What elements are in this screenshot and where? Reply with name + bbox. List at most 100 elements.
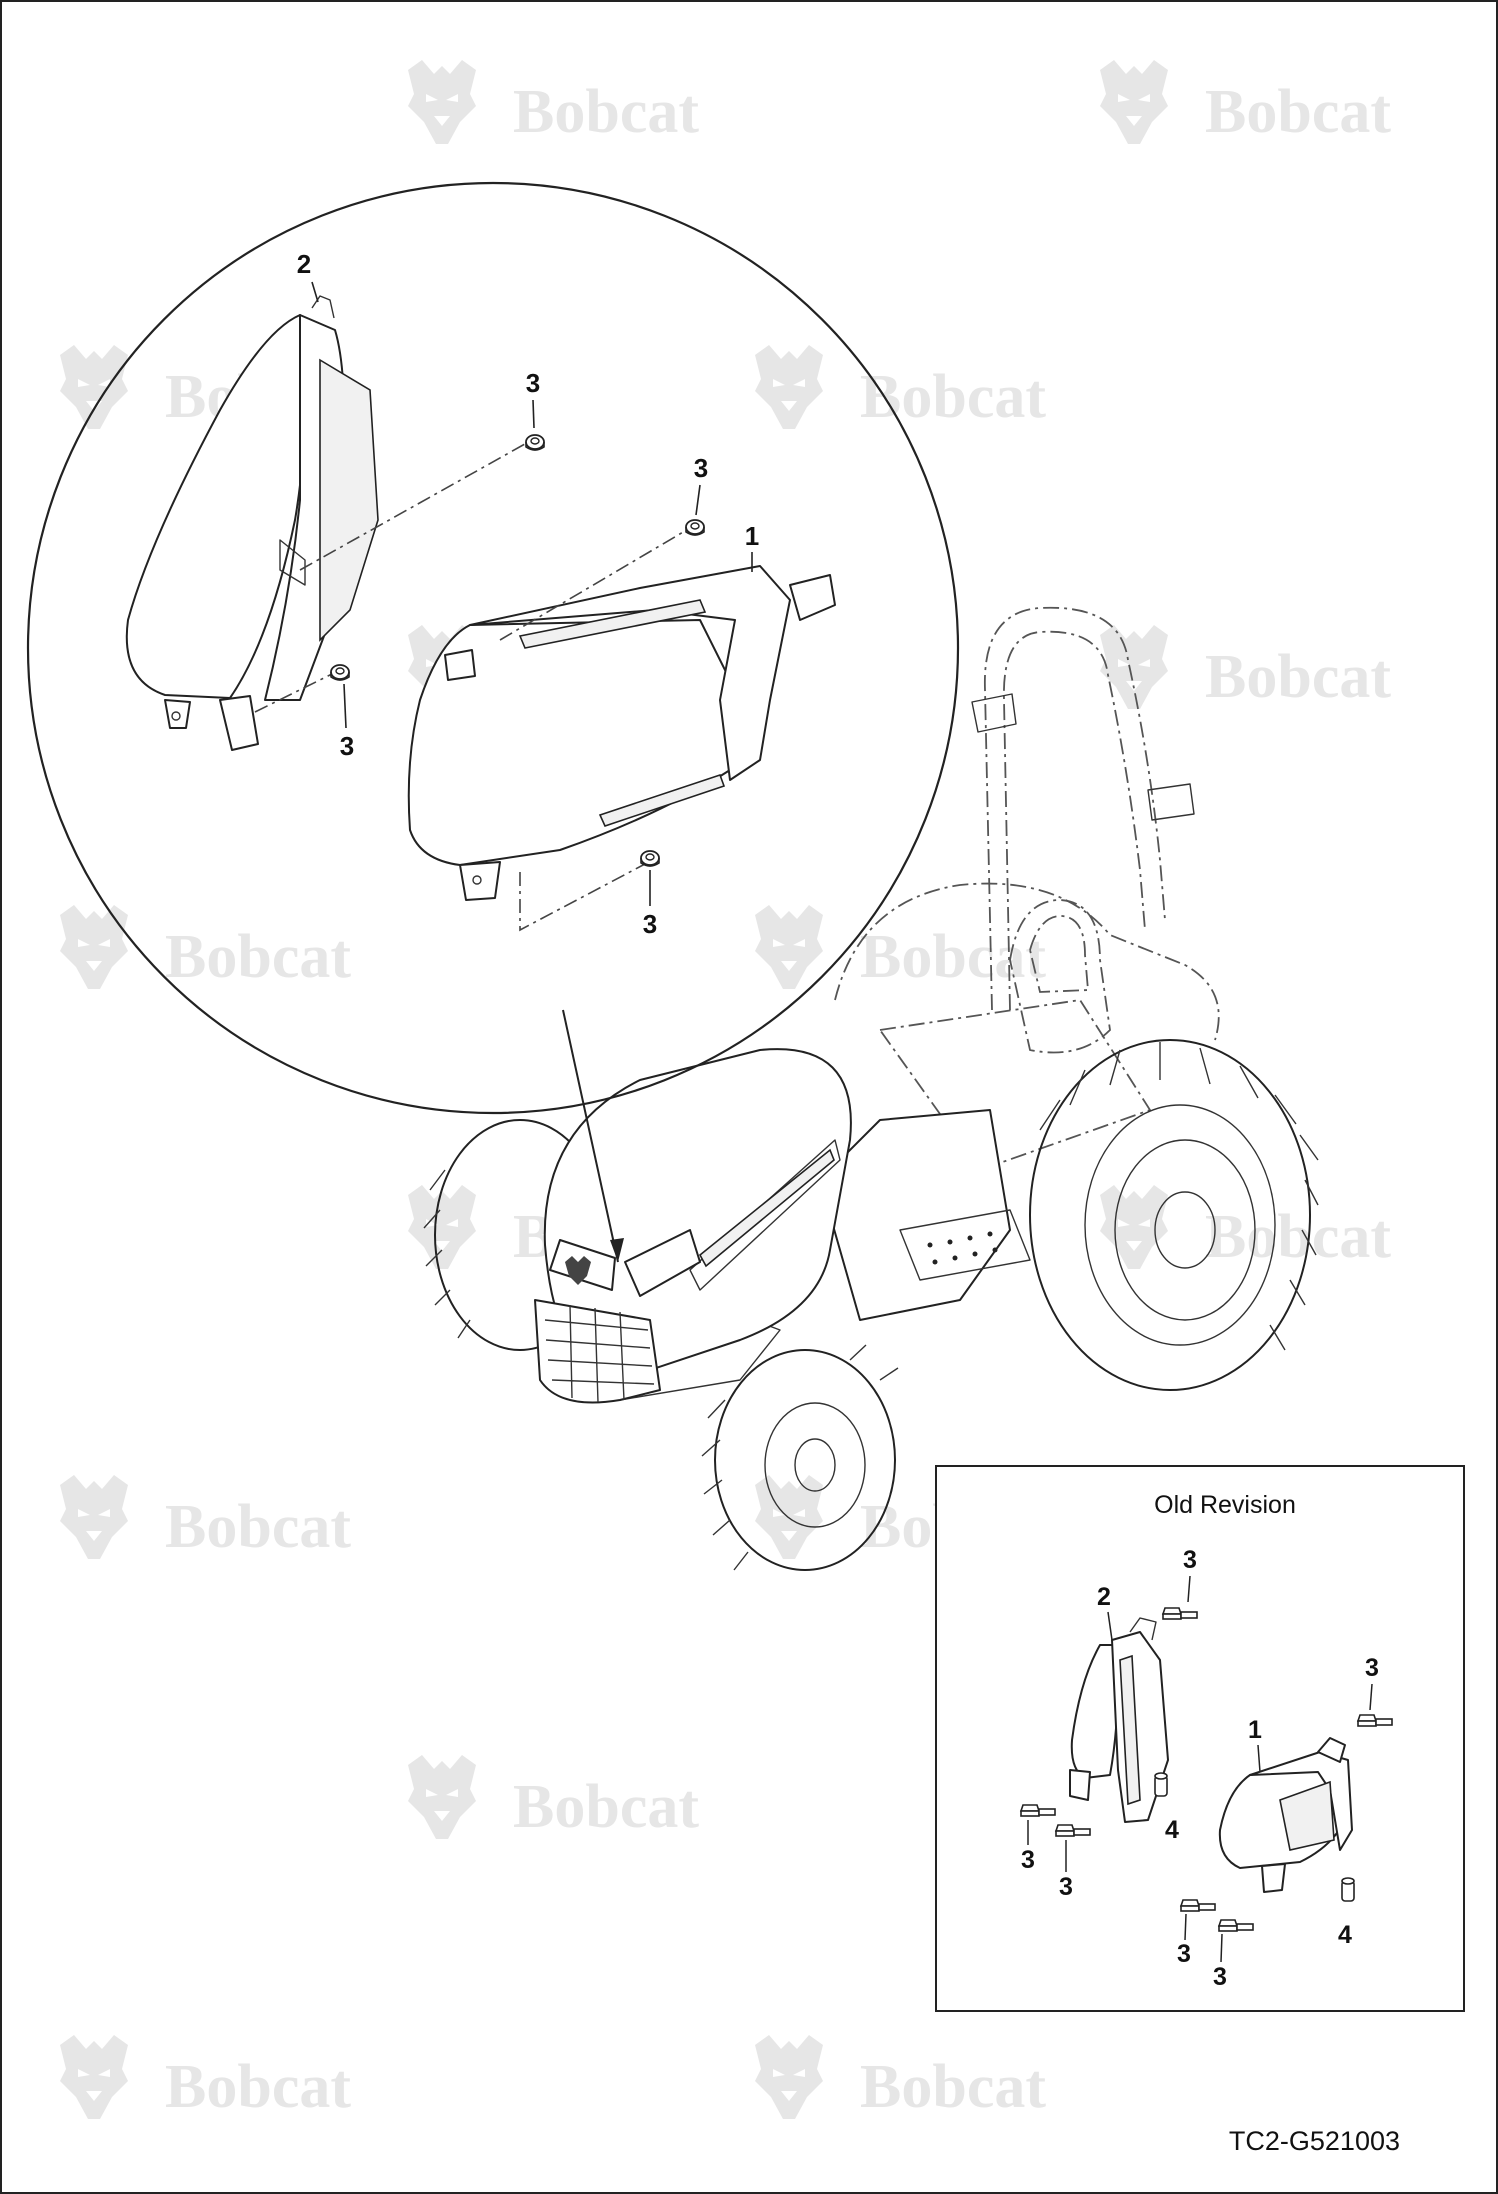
watermark-text: Bobcat (1205, 78, 1391, 146)
old-callout-pin-left: 4 (1165, 1816, 1179, 1844)
watermark-2: Bobcat (1100, 60, 1391, 146)
watermark-7: Bobcat (60, 905, 351, 991)
old-leader-latch-right (1257, 1744, 1261, 1773)
bobcat-head-logo-icon (60, 1475, 128, 1559)
front-grille (534, 1299, 661, 1404)
bobcat-head-logo-icon (1100, 1185, 1168, 1269)
centerline-nut-lower-right (519, 863, 646, 932)
leader-nut-upper-left (532, 399, 535, 429)
old-revision-inset: Old Revision 3 2 (935, 1465, 1465, 2012)
headlight-right-ear-left (444, 649, 476, 681)
callout-latch-left: 2 (297, 249, 311, 279)
callout-latch-right: 1 (745, 521, 759, 551)
detail-leader-line (562, 1009, 619, 1263)
headlight-left-foot-a (164, 699, 191, 729)
bobcat-head-logo-icon (755, 2035, 823, 2119)
headlight-right-ear-right (789, 574, 836, 621)
detail-circle (26, 181, 960, 1115)
old-part-1-latch-right (1218, 1737, 1353, 1893)
watermark-text: Bobcat (1205, 643, 1391, 711)
bobcat-head-logo-icon (408, 1185, 476, 1269)
old-callout-bolt-left-b: 3 (1059, 1873, 1073, 1901)
watermark-16: Bobcat (755, 2035, 1046, 2121)
rear-rim (1114, 1139, 1256, 1321)
bobcat-head-logo-icon (408, 1755, 476, 1839)
watermark-text: Bobcat (165, 2053, 351, 2121)
bobcat-head-logo-icon (408, 60, 476, 144)
headlight-left-tab-top (311, 295, 335, 319)
rops-frame (984, 606, 1166, 1011)
part-1-headlight-right (407, 565, 836, 901)
front-right-rim (764, 1402, 866, 1528)
watermark-text: Bobcat (513, 1773, 699, 1841)
watermark-8: Bobcat (755, 905, 1046, 991)
operator-seat (1009, 899, 1111, 1054)
transmission-body (819, 1109, 1011, 1321)
old-callout-bolt-left-a: 3 (1021, 1846, 1035, 1874)
old-callout-latch-left: 2 (1097, 1583, 1111, 1611)
watermark-text: Bobcat (860, 363, 1046, 431)
step-plate (899, 1209, 1031, 1281)
nut-lower-left (330, 664, 350, 681)
old-callout-bolt-top: 3 (1183, 1546, 1197, 1574)
old-latch-right-foot (1261, 1863, 1286, 1893)
drawing-id: TC2-G521003 (1229, 2126, 1400, 2156)
rear-tire (1029, 1039, 1311, 1391)
bobcat-head-logo-icon (755, 905, 823, 989)
bobcat-head-logo-icon (755, 1475, 823, 1559)
bobcat-head-logo-icon (1100, 60, 1168, 144)
leader-latch-left (311, 281, 319, 303)
nut-upper-left (525, 434, 545, 451)
nut-lower-right (640, 850, 660, 867)
bobcat-head-logo-icon (60, 2035, 128, 2119)
watermark-text: Bobcat (1205, 1203, 1391, 1271)
rear-hub (1154, 1191, 1216, 1269)
hood-side-stripe (689, 1139, 841, 1291)
front-right-tread (701, 1344, 899, 1571)
old-callout-bolt-right-top: 3 (1365, 1654, 1379, 1682)
part-2-headlight-left (125, 295, 379, 751)
old-pin-right (1341, 1877, 1355, 1902)
watermark-text: Bobcat (513, 78, 699, 146)
grille-bars (544, 1304, 655, 1403)
old-latch-left-foot (1069, 1769, 1091, 1801)
callout-nut-lower-right: 3 (643, 909, 657, 939)
old-latch-left-strip (1119, 1654, 1141, 1806)
callout-nut-upper-left: 3 (526, 368, 540, 398)
nut-upper-right (685, 519, 705, 536)
watermark-text: Bobcat (860, 2053, 1046, 2121)
rops-bracket-lower (1147, 783, 1195, 821)
headlight-right-foot (459, 861, 501, 901)
watermark-10: Bobcat (1100, 1185, 1391, 1271)
rops-frame-inner (1003, 630, 1146, 1011)
watermark-15: Bobcat (60, 2035, 351, 2121)
old-latch-left-tab (1129, 1617, 1157, 1641)
headlight-right-inner-strip (518, 599, 707, 649)
step-holes (927, 1231, 998, 1265)
headlight-right-location (624, 1229, 701, 1297)
headlight-right-foot-hole (472, 875, 482, 885)
bobcat-head-logo-icon (1100, 625, 1168, 709)
old-revision-box (935, 1465, 1465, 2012)
leader-nut-upper-right (695, 484, 701, 516)
old-pin-left (1154, 1772, 1168, 1797)
tractor-illustration (423, 606, 1319, 1571)
old-latch-right-strip (1279, 1780, 1335, 1851)
bobcat-head-logo-icon (755, 345, 823, 429)
leader-nut-lower-left (343, 683, 347, 729)
old-revision-title: Old Revision (1154, 1491, 1296, 1519)
headlight-left-bracket (319, 358, 379, 642)
watermark-text: Bobcat (165, 923, 351, 991)
front-right-tire (714, 1349, 896, 1571)
hood-logo-icon (565, 1256, 591, 1285)
watermark-6: Bobcat (1100, 625, 1391, 711)
old-callout-latch-right: 1 (1248, 1716, 1262, 1744)
detail-leader-arrow-icon (610, 1238, 624, 1262)
rear-tire-inner (1084, 1104, 1276, 1346)
hood-side-stripe-fill (698, 1148, 835, 1268)
watermark-4: Bobcat (755, 345, 1046, 431)
detail-view: 2 3 3 1 3 3 (26, 181, 960, 1263)
seat-back-pad (1029, 915, 1089, 993)
front-left-tread (423, 1169, 471, 1339)
